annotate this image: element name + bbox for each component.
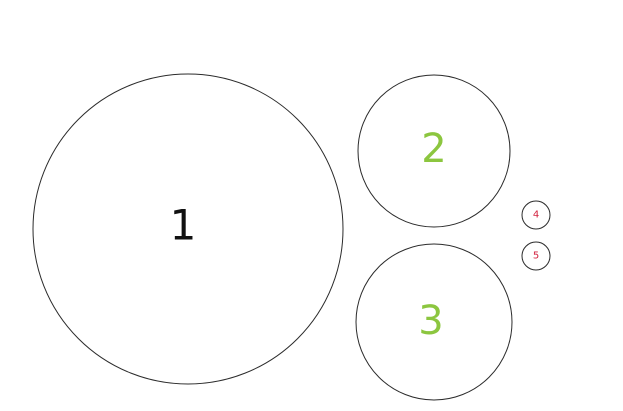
circle-5: 5 xyxy=(521,241,551,271)
circle-5-label: 5 xyxy=(533,251,539,262)
circle-4-outline xyxy=(521,200,551,230)
circle-1-outline xyxy=(32,73,344,385)
circle-4-label: 4 xyxy=(533,210,539,221)
circle-2: 2 xyxy=(357,74,511,228)
circle-5-outline xyxy=(521,241,551,271)
circle-3-label: 3 xyxy=(418,298,443,344)
circle-1: 1 xyxy=(32,73,344,385)
circle-4: 4 xyxy=(521,200,551,230)
circle-3: 3 xyxy=(355,243,513,401)
circle-3-outline xyxy=(355,243,513,401)
circle-1-label: 1 xyxy=(170,201,197,250)
circle-2-outline xyxy=(357,74,511,228)
circle-2-label: 2 xyxy=(421,126,446,172)
